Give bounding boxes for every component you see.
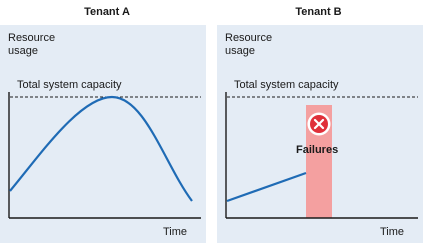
- tenant-b-panel: Resource usage Total system capacity Tim…: [217, 25, 423, 243]
- tenant-b-diagram: [225, 92, 418, 219]
- tenant-a-title: Tenant A: [84, 6, 130, 18]
- y-axis-label-line1: Resource: [225, 32, 273, 44]
- y-axis-label-line2: usage: [8, 45, 38, 57]
- usage-line: [226, 171, 307, 203]
- tenant-b-title: Tenant B: [295, 6, 342, 18]
- x-axis-label: Time: [380, 226, 405, 238]
- y-axis-label-line1: Resource: [8, 32, 56, 44]
- error-x-icon: [307, 112, 331, 136]
- y-axis-label: Resource usage: [8, 32, 78, 58]
- failures-label: Failures: [296, 144, 339, 156]
- y-axis-label: Resource usage: [225, 32, 295, 58]
- capacity-label: Total system capacity: [17, 79, 122, 91]
- usage-curve: [9, 95, 193, 202]
- y-axis-label-line2: usage: [225, 45, 255, 57]
- capacity-label: Total system capacity: [234, 79, 339, 91]
- tenant-a-panel: Resource usage Total system capacity Tim…: [0, 25, 206, 243]
- x-axis-label: Time: [163, 226, 188, 238]
- tenant-a-diagram: [8, 92, 201, 219]
